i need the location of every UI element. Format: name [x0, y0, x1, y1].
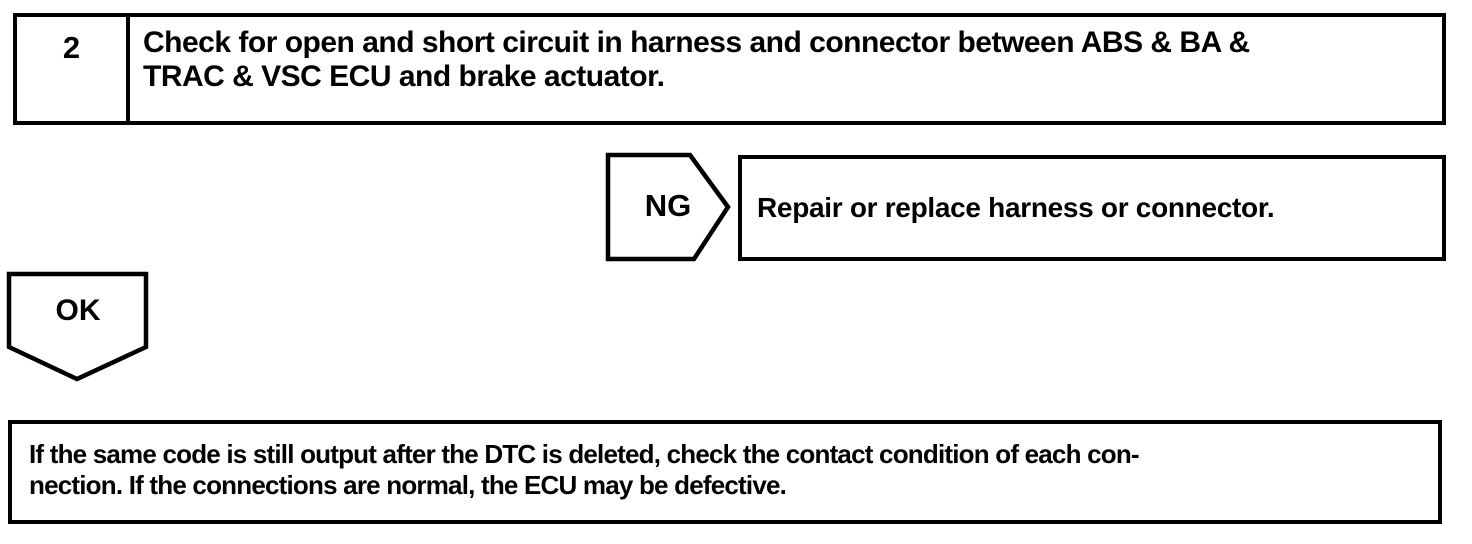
note-line-1: If the same code is still output after t…: [29, 439, 1140, 469]
ng-connector-shape: NG: [605, 152, 731, 262]
step-number: 2: [62, 30, 81, 65]
ng-result-text: Repair or replace harness or connector.: [757, 192, 1275, 223]
right-arrow-pentagon-icon: [605, 152, 731, 262]
ok-connector-shape: OK: [6, 271, 150, 383]
note-line-2: nection. If the connections are normal, …: [29, 470, 787, 500]
step-box: 2 Check for open and short circuit in ha…: [13, 13, 1446, 125]
ok-label: OK: [55, 294, 101, 327]
down-arrow-pentagon-icon: [6, 271, 149, 382]
step-instruction-line-2: TRAC & VSC ECU and brake actuator.: [143, 60, 665, 93]
note-box: If the same code is still output after t…: [8, 420, 1442, 524]
ng-label: NG: [644, 188, 692, 223]
step-instruction-line-1: Check for open and short circuit in harn…: [143, 26, 1250, 59]
step-instruction: Check for open and short circuit in harn…: [130, 17, 1442, 121]
ng-result-box: Repair or replace harness or connector.: [738, 155, 1446, 261]
step-number-cell: 2: [17, 17, 130, 121]
